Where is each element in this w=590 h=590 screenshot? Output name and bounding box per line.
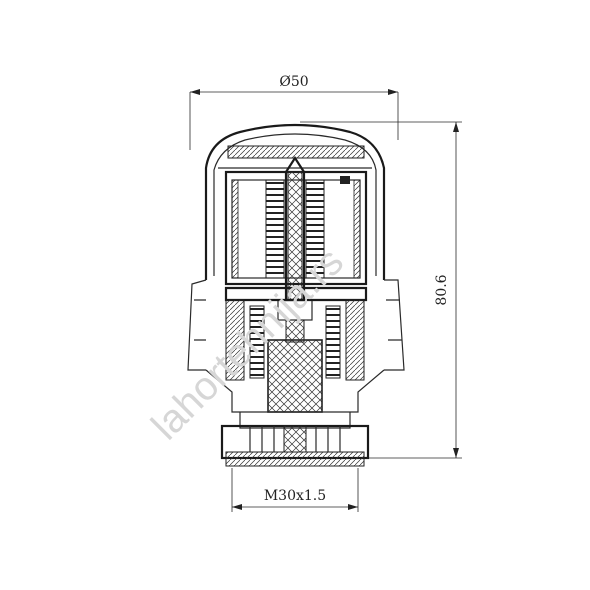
sensor-chamber <box>224 170 368 286</box>
head-cap <box>187 123 405 371</box>
thread-dimension: M30x1.5 <box>231 468 359 512</box>
thread-label: M30x1.5 <box>264 488 326 504</box>
bellows <box>265 179 325 279</box>
diameter-dimension: Ø50 <box>189 74 399 150</box>
height-label: 80.6 <box>434 274 450 305</box>
diameter-label: Ø50 <box>279 74 308 90</box>
height-dimension: 80.6 <box>300 121 462 459</box>
lower-body <box>205 286 385 429</box>
thread-connector <box>220 424 370 467</box>
spindle <box>267 155 323 413</box>
